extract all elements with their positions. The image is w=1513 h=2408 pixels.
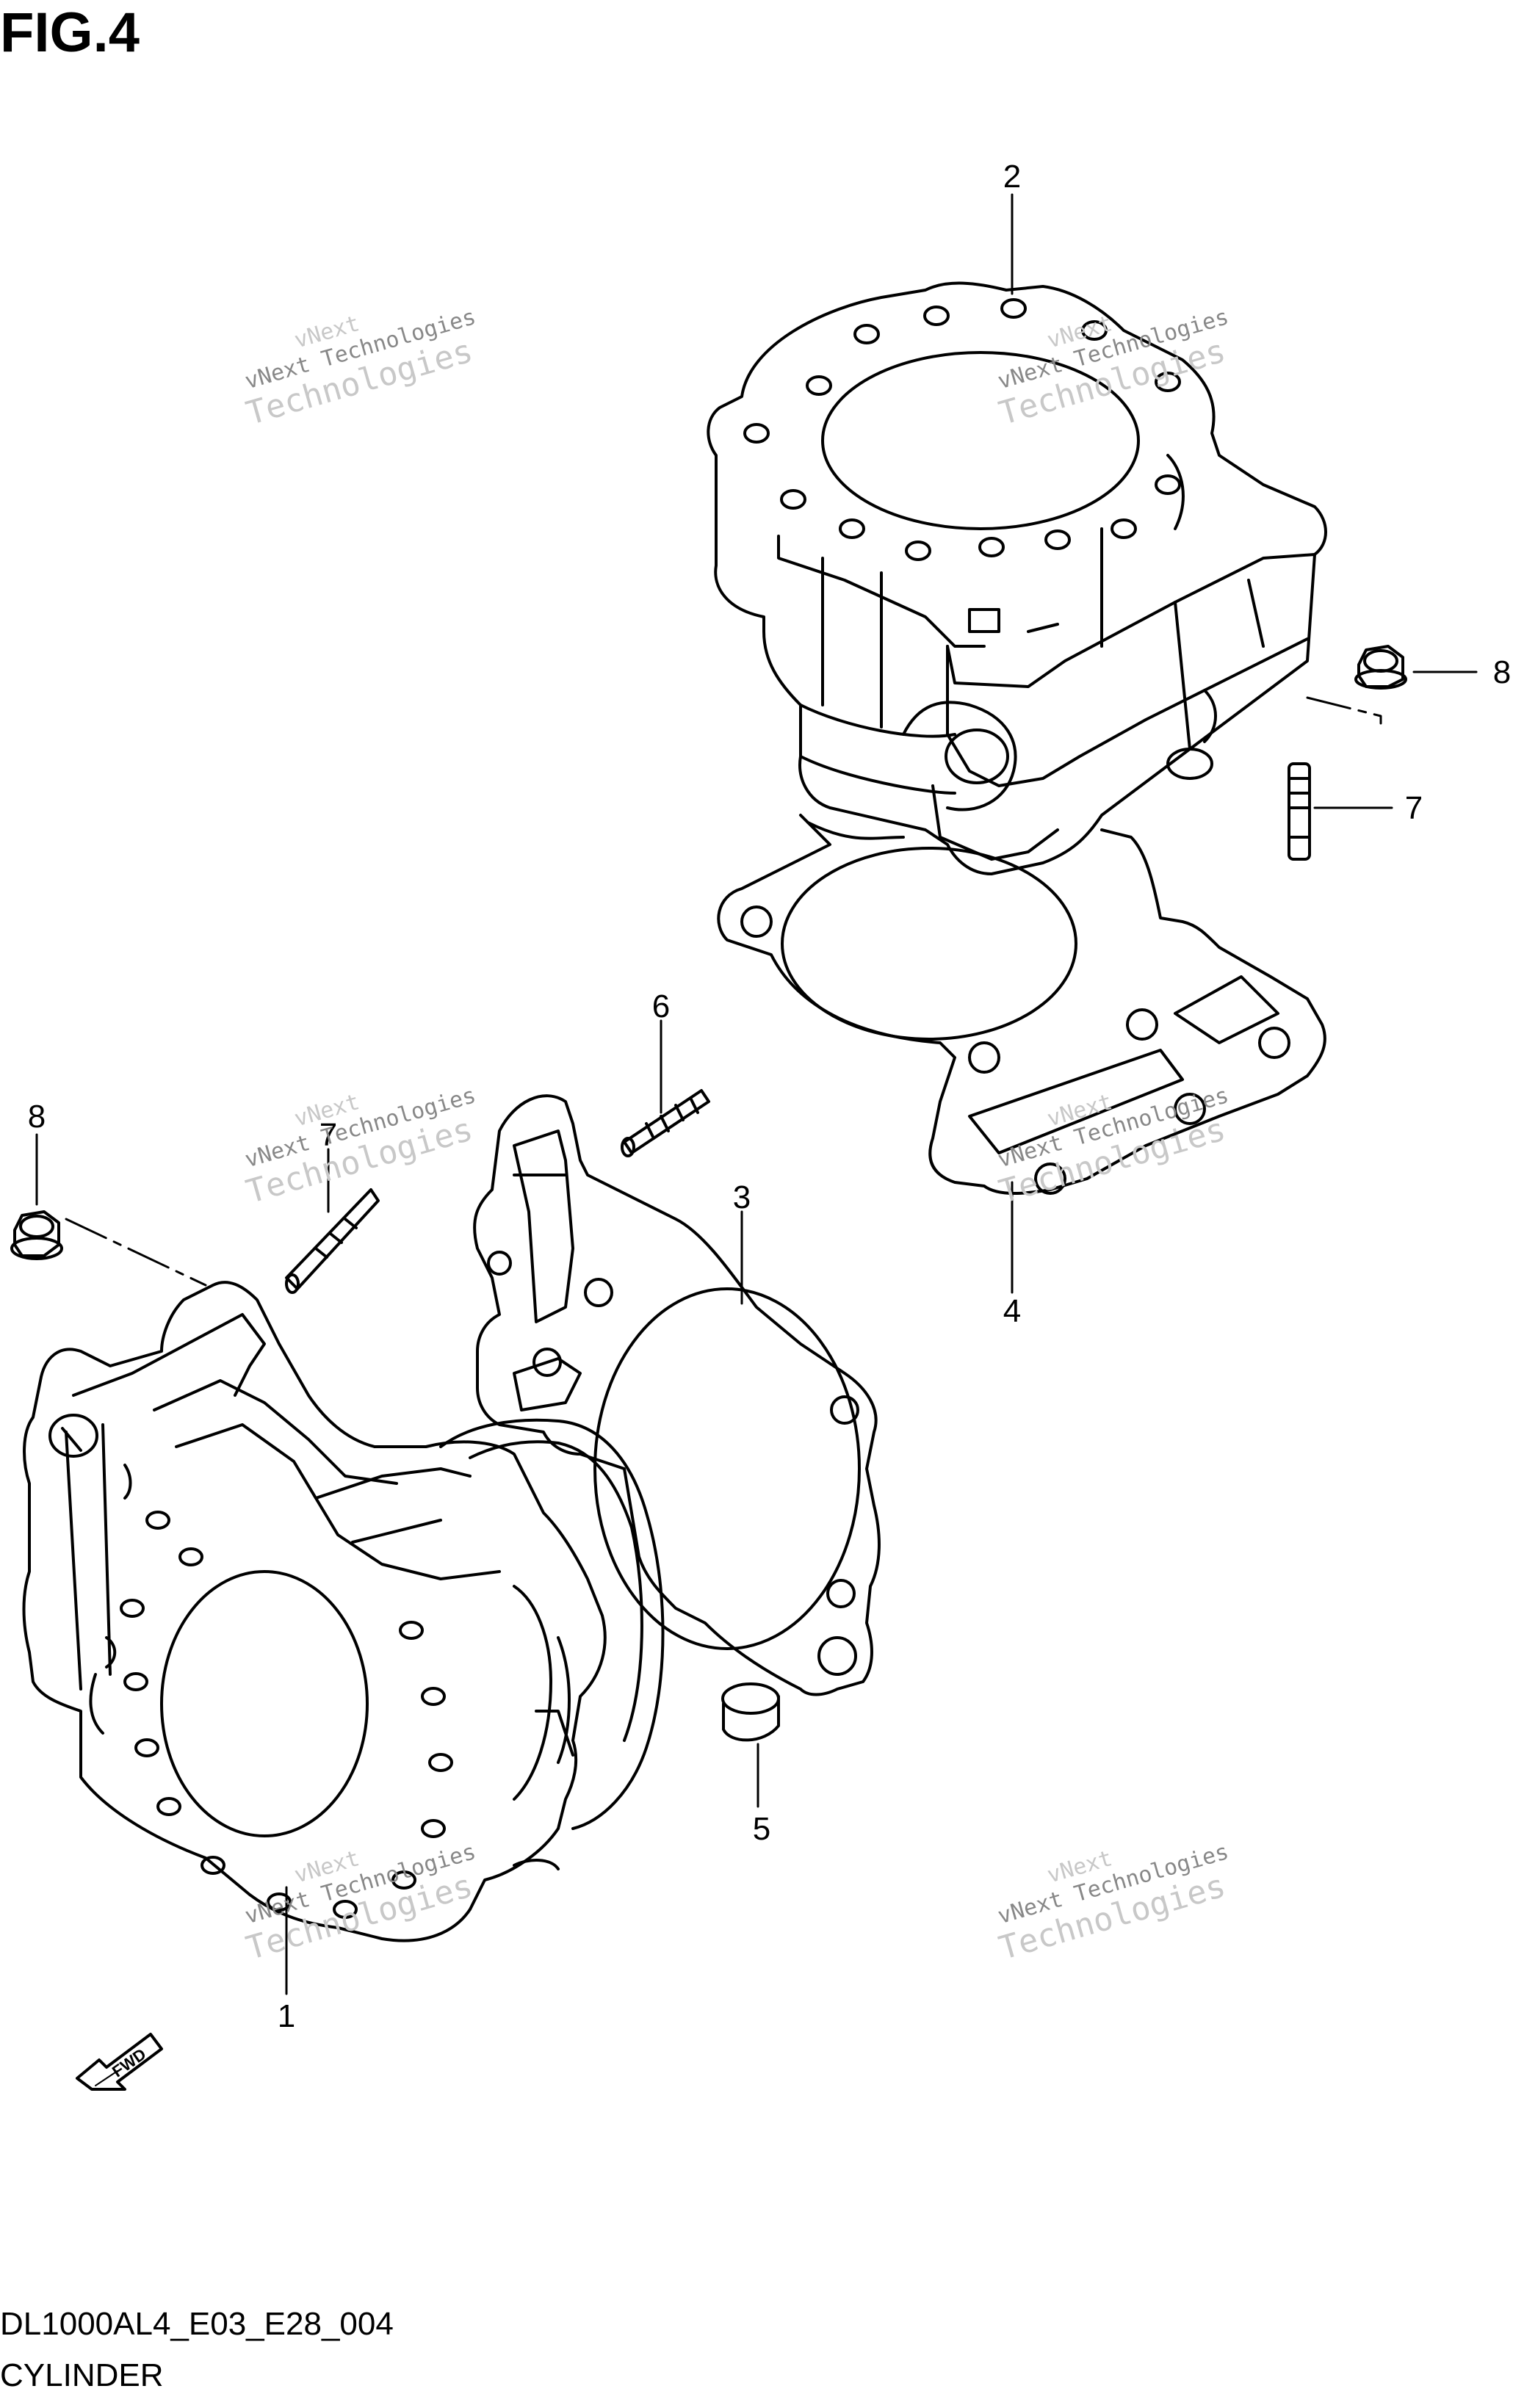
stud-bolt-6 [621,1089,710,1157]
callout-5: 5 [753,1811,770,1847]
callout-6: 6 [652,988,670,1024]
rear-cylinder-gasket [717,814,1326,1195]
callout-8-rear: 8 [1493,654,1511,690]
callout-7-front: 7 [319,1117,337,1153]
front-cylinder-gasket [473,1094,881,1696]
callout-7-rear: 7 [1405,790,1423,826]
stud-bolt-7-rear [1288,762,1311,861]
leader-lines [35,193,1478,1995]
stud-bolt-7-front [285,1188,380,1294]
callout-8-front: 8 [28,1099,46,1135]
callout-1: 1 [278,1998,295,2034]
front-cylinder [22,1281,665,1942]
callout-3: 3 [733,1179,751,1215]
flange-nut-8-front [10,1210,63,1260]
flange-nut-8-rear [1354,645,1407,690]
figure-title: FIG.4 [0,1,140,64]
callout-2: 2 [1003,159,1021,195]
assembly-lines [65,696,1382,1287]
diagram-code: DL1000AL4_E03_E28_004 [0,2306,394,2342]
forward-arrow-icon [76,2033,163,2091]
rear-cylinder [707,281,1327,875]
diagram-name: CYLINDER [0,2357,164,2393]
callout-4: 4 [1003,1293,1021,1329]
dowel-pin [721,1682,780,1742]
